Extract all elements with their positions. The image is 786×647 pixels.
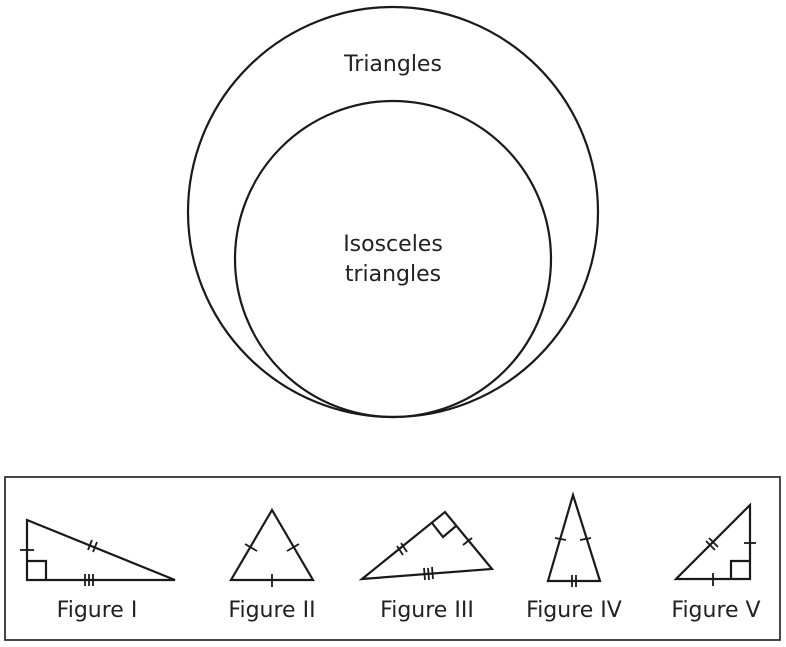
tick-mark (554, 537, 567, 541)
tick-mark (286, 543, 300, 552)
figure-3: Figure III (358, 510, 495, 623)
figure-2: Figure II (228, 507, 316, 623)
figure-4: Figure IV (526, 491, 622, 623)
tick-mark (579, 537, 592, 541)
isosceles-label-line2: triangles (345, 262, 441, 287)
figure-5: Figure V (671, 502, 761, 623)
figure-1-triangle (25, 518, 176, 582)
figure-3-label: Figure III (380, 598, 474, 623)
figures-border (4, 476, 781, 641)
tick-mark (396, 545, 404, 556)
venn-diagram: Triangles Isosceles triangles (186, 5, 600, 419)
figure-2-triangle (229, 507, 315, 582)
right-angle-marker (431, 522, 457, 539)
tick-mark (87, 539, 93, 551)
figure-3-triangle (358, 510, 495, 581)
tick-mark (708, 537, 719, 548)
figure-1: Figure I (20, 518, 176, 623)
tick-mark (462, 537, 473, 546)
figure-1-label: Figure I (57, 598, 138, 623)
tick-mark (705, 540, 716, 551)
tick-mark (92, 541, 98, 553)
tick-mark (400, 542, 408, 553)
triangles-label: Triangles (343, 52, 442, 77)
figure-5-label: Figure V (671, 598, 760, 623)
right-angle-marker (729, 559, 750, 579)
isosceles-triangles-circle (233, 99, 553, 419)
tick-mark (427, 567, 430, 581)
right-angle-marker (27, 559, 48, 580)
isosceles-label-line1: Isosceles (343, 232, 443, 257)
tick-mark (431, 566, 434, 580)
figure-2-label: Figure II (228, 598, 315, 623)
figures-box: Figure I Figure II Figure III Figure IV (4, 476, 781, 641)
tick-mark (244, 543, 258, 552)
tick-mark (423, 567, 426, 581)
figure-4-label: Figure IV (526, 598, 622, 623)
